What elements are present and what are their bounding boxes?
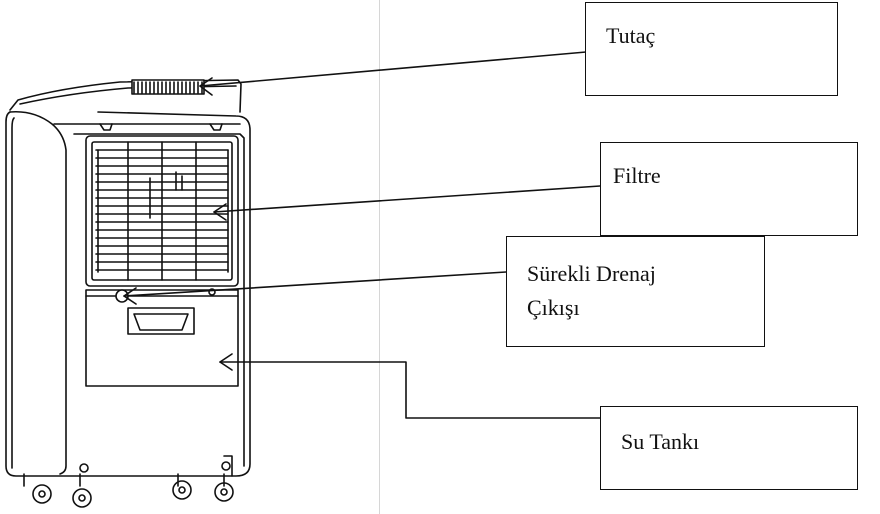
handle-shape	[9, 79, 242, 113]
vertical-divider	[379, 0, 380, 514]
handle-label: Tutaç	[606, 23, 656, 48]
drain-outlet-label: Sürekli Drenaj Çıkışı	[527, 261, 656, 320]
casters	[23, 455, 234, 508]
drain-outlet-callout: Sürekli Drenaj Çıkışı	[506, 236, 765, 347]
handle-arrow	[199, 51, 587, 96]
water-tank-shape	[85, 288, 239, 387]
unit-body	[5, 110, 251, 477]
drain-arrow	[123, 271, 507, 305]
water-tank-label: Su Tankı	[621, 429, 700, 454]
filter-arrow	[213, 185, 601, 221]
water-tank-callout: Su Tankı	[600, 406, 858, 490]
filter-grille	[85, 135, 239, 287]
handle-callout: Tutaç	[585, 2, 838, 96]
filter-label: Filtre	[613, 163, 661, 188]
filter-callout: Filtre	[600, 142, 858, 236]
tank-arrow	[219, 353, 601, 419]
